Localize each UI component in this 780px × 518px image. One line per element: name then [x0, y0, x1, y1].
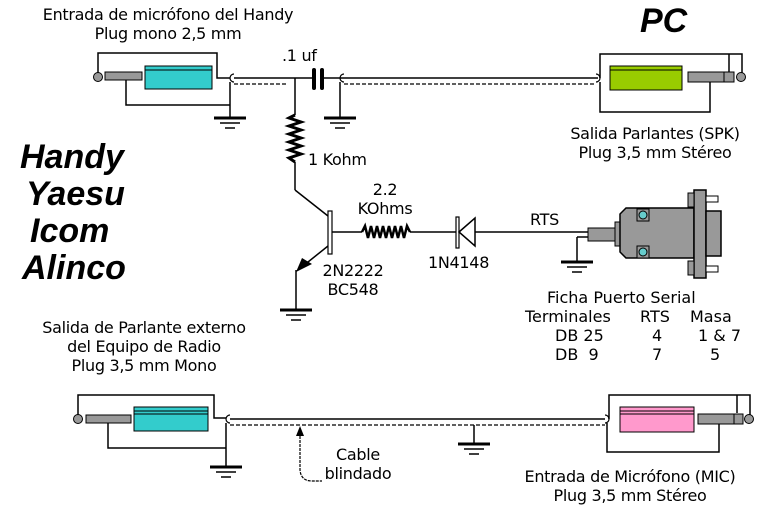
handy-mic-plug-icon — [93, 52, 248, 130]
serial-table-header: Terminales RTS Masa — [525, 307, 750, 326]
cell-masa: 1 & 7 — [698, 326, 742, 345]
pc-mic-label-line1: Entrada de Micrófono (MIC) — [524, 467, 736, 486]
radio-speaker-label-line1: Salida de Parlante externo — [42, 318, 246, 337]
resistor-1k-label: 1 Kohm — [308, 150, 367, 169]
transistor-label-line2: BC548 — [327, 280, 379, 299]
cable-label: Cable blindado — [318, 445, 398, 483]
diode-symbol — [455, 216, 476, 249]
cable-pointer-arrow — [296, 426, 322, 482]
pc-speaker-label-line1: Salida Parlantes (SPK) — [570, 124, 740, 143]
radio-speaker-label-line3: Plug 3,5 mm Mono — [71, 356, 217, 375]
capacitor-label: .1 uf — [282, 46, 317, 65]
brand-handy: Handy — [20, 138, 124, 176]
resistor-2k2-label: 2.2 KOhms — [355, 180, 415, 218]
handy-mic-label-line2: Plug mono 2,5 mm — [94, 24, 242, 43]
table-row: DB 9 7 5 — [525, 345, 750, 364]
resistor-1k-symbol — [284, 113, 306, 164]
cell-connector: DB 9 — [555, 345, 599, 364]
brand-alinco: Alinco — [22, 249, 126, 287]
transistor-label: 2N2222 BC548 — [318, 261, 388, 299]
header-terminales: Terminales — [525, 307, 611, 326]
serial-table-title: Ficha Puerto Serial — [547, 288, 696, 307]
diode-label: 1N4148 — [428, 253, 490, 272]
pc-title: PC — [640, 2, 688, 40]
pc-mic-label-line2: Plug 3,5 mm Stéreo — [553, 486, 707, 505]
pc-mic-plug-icon — [604, 394, 754, 453]
header-rts: RTS — [640, 307, 670, 326]
pc-speaker-label: Salida Parlantes (SPK) Plug 3,5 mm Stére… — [530, 124, 780, 162]
capacitor-symbol — [312, 68, 324, 90]
cable-label-line2: blindado — [324, 464, 392, 483]
brand-icom: Icom — [30, 212, 110, 250]
db9-connector-icon — [587, 189, 722, 279]
radio-speaker-plug-icon — [73, 394, 244, 479]
transistor-symbol — [278, 189, 333, 322]
resistor-2k2-unit: KOhms — [357, 199, 413, 218]
transistor-label-line1: 2N2222 — [322, 261, 384, 280]
table-row: DB 25 4 1 & 7 — [525, 326, 750, 345]
serial-port-table: Ficha Puerto Serial Terminales RTS Masa … — [525, 288, 750, 364]
cell-rts: 7 — [652, 345, 663, 364]
radio-speaker-label: Salida de Parlante externo del Equipo de… — [4, 318, 284, 375]
cable-label-line1: Cable — [336, 445, 380, 464]
brand-yaesu: Yaesu — [26, 175, 125, 213]
radio-speaker-label-line2: del Equipo de Radio — [67, 337, 221, 356]
handy-mic-label-line1: Entrada de micrófono del Handy — [42, 5, 294, 24]
pc-speaker-plug-icon — [595, 53, 746, 113]
resistor-2k2-value: 2.2 — [372, 180, 398, 199]
cell-rts: 4 — [652, 326, 663, 345]
resistor-2k2-symbol — [360, 222, 412, 239]
pc-mic-label: Entrada de Micrófono (MIC) Plug 3,5 mm S… — [485, 467, 775, 505]
handy-mic-label: Entrada de micrófono del Handy Plug mono… — [8, 5, 328, 43]
cell-masa: 5 — [710, 345, 721, 364]
cell-connector: DB 25 — [555, 326, 604, 345]
pc-speaker-label-line2: Plug 3,5 mm Stéreo — [578, 143, 732, 162]
rts-label: RTS — [530, 210, 559, 229]
header-masa: Masa — [690, 307, 732, 326]
